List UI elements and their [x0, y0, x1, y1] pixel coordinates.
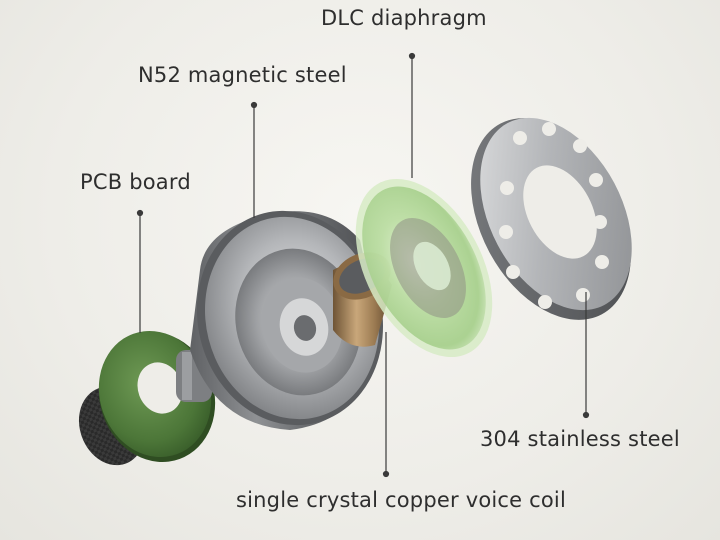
- label-304-stainless-steel: 304 stainless steel: [480, 427, 680, 451]
- label-voice-coil: single crystal copper voice coil: [236, 488, 566, 512]
- label-n52-magnetic-steel: N52 magnetic steel: [138, 63, 347, 87]
- label-pcb-board: PCB board: [80, 170, 191, 194]
- label-dlc-diaphragm: DLC diaphragm: [321, 6, 487, 30]
